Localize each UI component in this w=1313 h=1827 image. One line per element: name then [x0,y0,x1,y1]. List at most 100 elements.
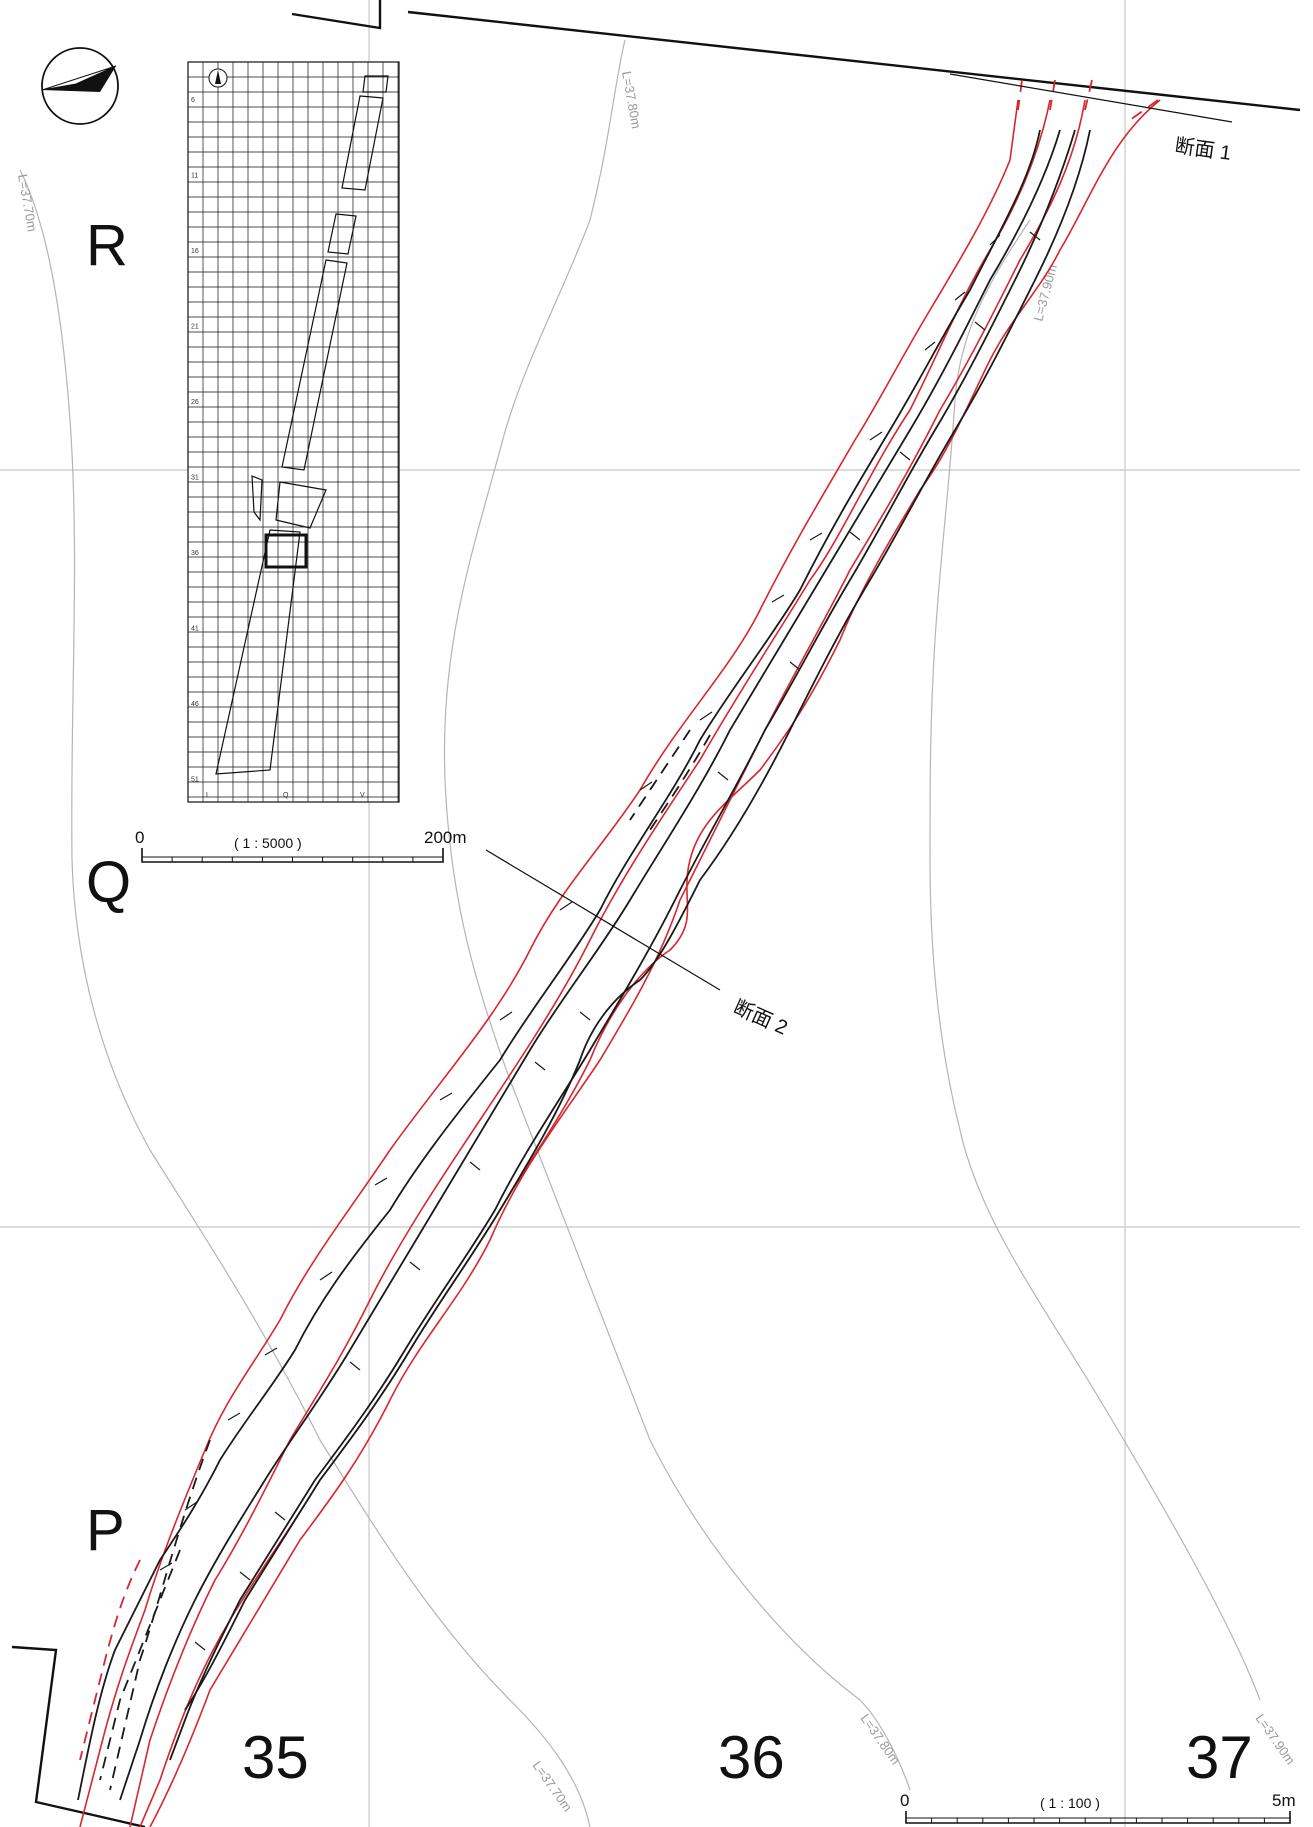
edge-tick [239,1571,251,1581]
boundary-top-left [291,0,382,30]
dashed-middle-black [629,729,691,821]
contour-lines [19,39,1261,1827]
edge-tick [349,1361,361,1371]
edge-tick [469,1161,481,1171]
key-map-scale-bar: 0 ( 1 : 5000 ) 200m [135,828,467,863]
dashed-middle-black-2 [649,734,711,831]
boundary-top [407,10,1301,112]
channel-inner-right-red [149,99,1086,1827]
key-map-scale-ticks [171,857,414,862]
edge-tick [789,661,801,671]
grid-row-label-q: Q [86,850,131,915]
edge-tick [954,291,966,301]
dashed-top-red-2 [1049,79,1056,111]
key-map-trench-3 [327,213,357,255]
key-map-col-tick: V [360,792,365,799]
key-map-grid [188,62,399,802]
key-map-north-needle [215,70,221,84]
edge-tick [1029,231,1041,241]
edge-tick [849,531,861,541]
boundary-bottom-left [11,1645,146,1827]
main-scale-ticks [931,1818,1265,1823]
edge-tick [639,781,653,791]
key-map-row-tick: 51 [191,777,199,784]
contour-label: L=37.80m [619,70,644,130]
edge-tick [899,451,911,461]
key-map-location-box [264,533,308,569]
channel-inner-left-red [129,99,1051,1827]
edge-tick [717,771,729,781]
key-map-row-tick: 11 [191,173,198,180]
edge-tick [374,1177,388,1186]
channel-outer-left-red [79,99,1019,1827]
section-line-2 [485,849,721,991]
edge-tick [771,594,785,603]
dashed-top-red-3 [1084,79,1093,111]
dashed-bottom-black-1 [109,1439,211,1791]
channel-line-left-black [77,129,1041,1801]
dashed-bottom-red-1 [79,1559,141,1761]
channel-black-lines [77,129,1091,1801]
dashed-bottom-black-2 [99,1549,181,1781]
edge-tick [194,1641,206,1651]
key-map-feature [215,75,389,775]
main-scale-end: 5m [1272,1791,1296,1810]
key-map-col-tick: Q [283,792,289,799]
key-map-frame [187,61,400,803]
key-map-row-tick: 26 [191,399,199,406]
key-map-row-tick: 16 [191,248,199,255]
key-map-scale-start: 0 [135,828,144,847]
contour-label: L=37.90m [1253,1711,1299,1767]
edge-tick [227,1412,241,1421]
dashed-top-red [1017,79,1023,111]
site-boundary [11,0,1301,1827]
main-scale-bar: 0 ( 1 : 100 ) 5m [900,1791,1296,1824]
edge-tick [924,341,936,351]
edge-tick [274,1511,286,1521]
edge-tick [409,1261,421,1271]
section-label-1: 断面 1 [1173,134,1232,165]
edge-tick [559,901,573,911]
north-arrow [41,47,119,125]
key-map-row-tick: 21 [191,324,199,331]
contour-label: L=37.70m [530,1758,576,1814]
edge-tick [319,1271,333,1281]
channel-line-right-black [184,129,1091,1711]
grid-col-label-36: 36 [718,1724,785,1791]
contour-label: L=37.90m [1030,263,1060,323]
edge-tick [159,1562,173,1571]
edge-tick [184,1501,198,1511]
section-label-2: 断面 2 [730,996,791,1040]
edge-tick [499,1011,513,1021]
channel-line-mid2-black [169,129,1076,1761]
main-scale-ratio: ( 1 : 100 ) [1040,1795,1100,1811]
edge-ticks [159,231,1041,1651]
key-map-scale-ratio: ( 1 : 5000 ) [234,835,302,851]
edge-tick [264,1347,278,1356]
key-map-row-tick: 6 [191,97,195,104]
grid-row-label-p: P [86,1498,125,1563]
section-lines [485,73,1233,991]
contour-3770-left [19,169,591,1827]
edge-tick [534,1061,546,1071]
key-map-trench-1 [362,75,389,93]
edge-tick [974,321,986,331]
key-map-trench-4 [281,259,348,471]
north-arrow-needle-light [41,65,117,91]
edge-tick [699,711,713,721]
grid-col-label-37: 37 [1186,1724,1253,1791]
contour-3780-middle [443,39,911,1791]
main-scale-line [905,1811,1291,1824]
contour-label: L=37.70m [15,173,40,233]
edge-tick [809,532,823,541]
key-map-trench-6 [251,475,263,522]
edge-tick [869,431,883,441]
main-scale-start: 0 [900,1791,909,1810]
key-map-scale-end: 200m [424,828,467,847]
edge-tick [439,1092,453,1101]
edge-tick [579,1011,591,1021]
